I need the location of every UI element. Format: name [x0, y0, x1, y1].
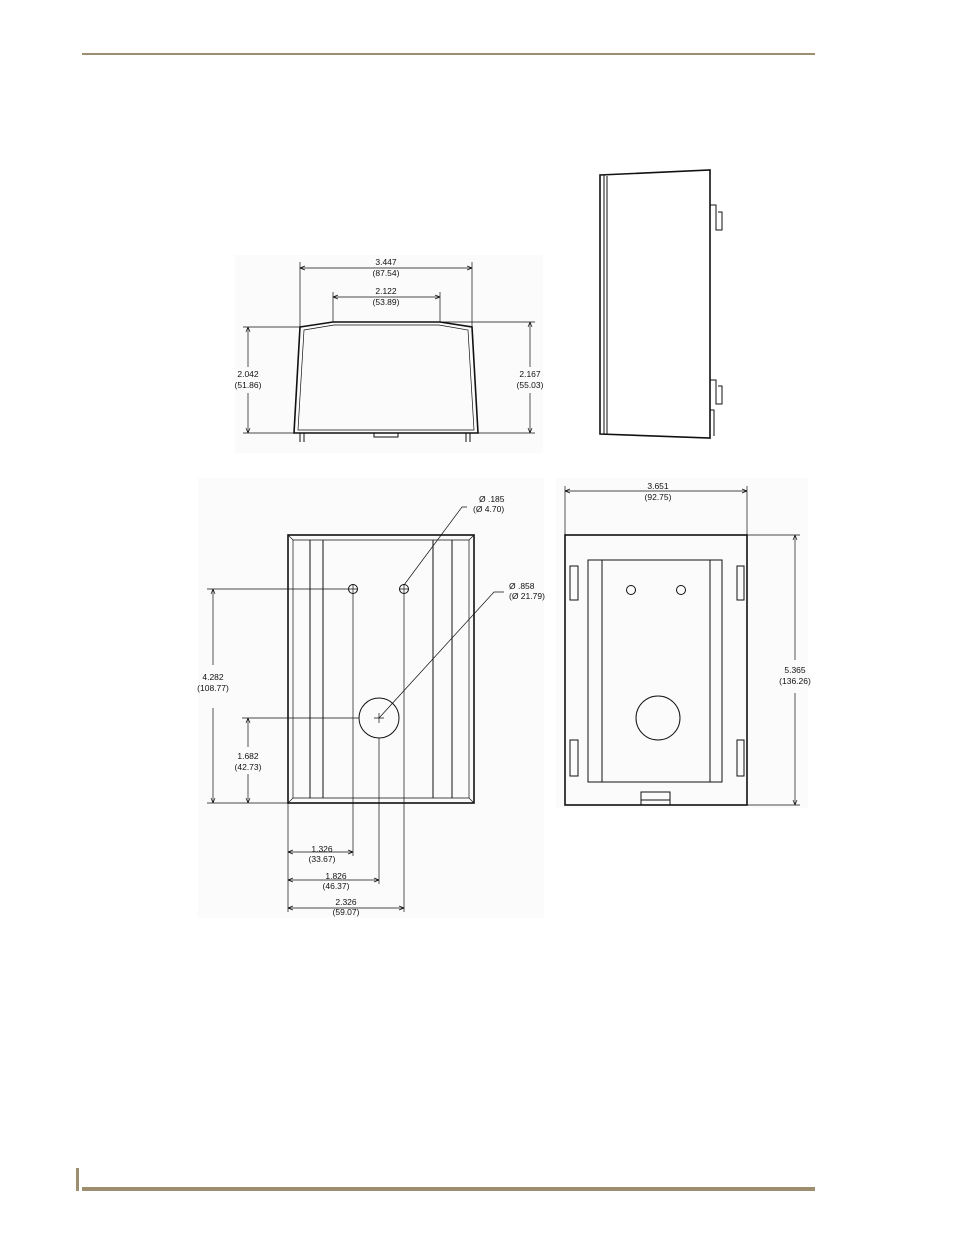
large-hole-mm: (Ø 21.79) [509, 591, 545, 601]
side-view [600, 170, 722, 438]
inside-view: 3.651 (92.75) 5.365 (136.26) [556, 478, 811, 808]
front-top-mm: (53.89) [373, 297, 400, 307]
side-mounting-tabs [710, 205, 722, 436]
front-left-height-mm: (51.86) [235, 380, 262, 390]
small-hole-in: Ø .185 [479, 494, 505, 504]
front-right-height-mm: (55.03) [517, 380, 544, 390]
front-left-height-in: 2.042 [237, 369, 259, 379]
front-top-in: 2.122 [375, 286, 397, 296]
back-low-height-in: 1.682 [237, 751, 259, 761]
back-view-backdrop [198, 478, 544, 918]
back-view: Ø .185 (Ø 4.70) Ø .858 (Ø 21.79) 4.282 (… [197, 478, 545, 918]
back-offset1-in: 1.326 [311, 844, 333, 854]
front-width-in: 3.447 [375, 257, 397, 267]
back-offset2-mm: (46.37) [323, 881, 350, 891]
side-front-edge [604, 175, 607, 434]
back-offset1-mm: (33.67) [309, 854, 336, 864]
front-width-mm: (87.54) [373, 268, 400, 278]
inside-width-in: 3.651 [647, 481, 669, 491]
inside-height-mm: (136.26) [779, 676, 811, 686]
large-hole-in: Ø .858 [509, 581, 535, 591]
front-right-height-in: 2.167 [519, 369, 541, 379]
front-view-backdrop [235, 255, 543, 453]
back-low-height-mm: (42.73) [235, 762, 262, 772]
small-hole-mm: (Ø 4.70) [473, 504, 504, 514]
back-height-in: 4.282 [202, 672, 224, 682]
inside-view-backdrop [556, 478, 808, 808]
back-offset2-in: 1.826 [325, 871, 347, 881]
back-offset3-in: 2.326 [335, 897, 357, 907]
inside-height-in: 5.365 [784, 665, 806, 675]
inside-width-mm: (92.75) [645, 492, 672, 502]
side-body-outline [600, 170, 710, 438]
back-offset3-mm: (59.07) [333, 907, 360, 917]
front-view: 3.447 (87.54) 2.122 (53.89) 2.042 (51.86… [235, 255, 544, 453]
back-height-mm: (108.77) [197, 683, 229, 693]
